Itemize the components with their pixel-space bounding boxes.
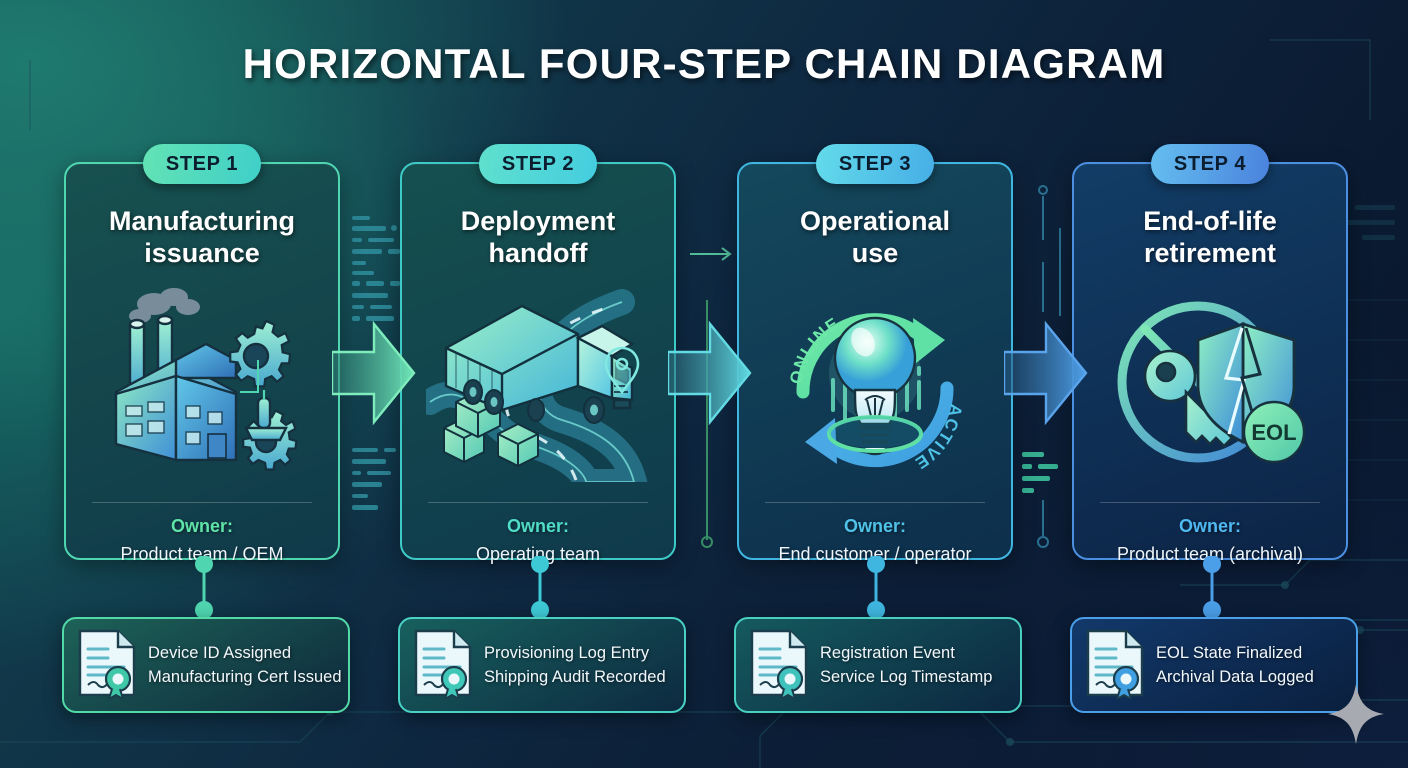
note-text-1: Device ID Assigned Manufacturing Cert Is… (148, 644, 342, 687)
certificate-document-icon (412, 627, 474, 704)
connector-4 (1203, 556, 1221, 618)
note-line1: Device ID Assigned (148, 643, 292, 662)
sparkle-icon (1328, 684, 1384, 744)
owner-value-3: End customer / operator (778, 544, 972, 564)
step-card-2[interactable]: STEP 2 Deployment handoff (400, 144, 676, 564)
owner-label-4: Owner: (1178, 516, 1241, 536)
note-line2: Service Log Timestamp (820, 667, 993, 686)
step-badge-2: STEP 2 (479, 144, 597, 184)
note-card-4[interactable]: EOL State Finalized Archival Data Logged (1070, 617, 1358, 713)
step-title-1: Manufacturing issuance (76, 206, 328, 270)
certificate-document-icon (748, 627, 810, 704)
page-title: HORIZONTAL FOUR-STEP CHAIN DIAGRAM (242, 40, 1166, 87)
connector-3 (867, 556, 885, 618)
step-title-2: Deployment handoff (412, 206, 664, 270)
connector-2 (531, 556, 549, 618)
step-card-1[interactable]: STEP 1 Manufacturing issuance (64, 144, 340, 564)
note-card-1[interactable]: Device ID Assigned Manufacturing Cert Is… (62, 617, 350, 713)
step-badge-3: STEP 3 (816, 144, 934, 184)
divider (92, 502, 312, 503)
step-badge-1: STEP 1 (143, 144, 261, 184)
note-card-2[interactable]: Provisioning Log Entry Shipping Audit Re… (398, 617, 686, 713)
note-text-2: Provisioning Log Entry Shipping Audit Re… (484, 644, 666, 687)
step-card-4[interactable]: STEP 4 End-of-life retirement (1072, 144, 1348, 564)
step-title-line2: handoff (488, 237, 588, 268)
flow-arrow-1-to-2 (332, 320, 416, 426)
note-line1: EOL State Finalized (1156, 643, 1303, 662)
divider (428, 502, 648, 503)
step-title-line2: retirement (1143, 237, 1277, 268)
owner-value-2: Operating team (475, 544, 601, 564)
note-line1: Provisioning Log Entry (484, 643, 650, 662)
step-title-3: Operational use (749, 206, 1001, 270)
divider (1100, 502, 1320, 503)
revoked-key-broken-shield-icon: EOL (1074, 282, 1346, 492)
owner-label-3: Owner: (843, 516, 906, 536)
owner-label-1: Owner: (170, 516, 233, 536)
step-title-line1: End-of-life (1143, 206, 1277, 236)
step-title-4: End-of-life retirement (1084, 206, 1336, 270)
divider (765, 502, 985, 503)
certificate-document-icon (1084, 627, 1146, 704)
factory-gears-icon (66, 282, 338, 492)
step-title-line1: Deployment (460, 206, 616, 236)
note-line2: Shipping Audit Recorded (484, 667, 666, 686)
lightbulb-cycle-icon: ONLINE ACTIVE (739, 282, 1011, 492)
steps-row: STEP 1 Manufacturing issuance (0, 140, 1408, 564)
certificate-document-icon (76, 627, 138, 704)
step-card-3[interactable]: STEP 3 Operational use (737, 144, 1013, 564)
owner-value-4: Product team (archival) (1116, 544, 1304, 564)
step-title-line2: use (851, 237, 899, 268)
flow-arrow-3-to-4 (1004, 320, 1088, 426)
connector-1 (195, 556, 213, 618)
owner-value-1: Product team / OEM (120, 544, 284, 564)
eol-badge-text: EOL (1251, 420, 1296, 445)
note-line1: Registration Event (820, 643, 955, 662)
owner-label-2: Owner: (506, 516, 569, 536)
note-text-3: Registration Event Service Log Timestamp (820, 644, 992, 687)
note-line2: Manufacturing Cert Issued (148, 667, 342, 686)
step-title-line1: Operational (799, 206, 951, 236)
note-card-3[interactable]: Registration Event Service Log Timestamp (734, 617, 1022, 713)
delivery-truck-road-icon (402, 282, 674, 492)
note-text-4: EOL State Finalized Archival Data Logged (1156, 644, 1314, 687)
step-title-line2: issuance (144, 237, 260, 268)
flow-arrow-2-to-3 (668, 320, 752, 426)
step-title-line1: Manufacturing (109, 206, 295, 236)
step-badge-4: STEP 4 (1151, 144, 1269, 184)
note-line2: Archival Data Logged (1156, 667, 1314, 686)
